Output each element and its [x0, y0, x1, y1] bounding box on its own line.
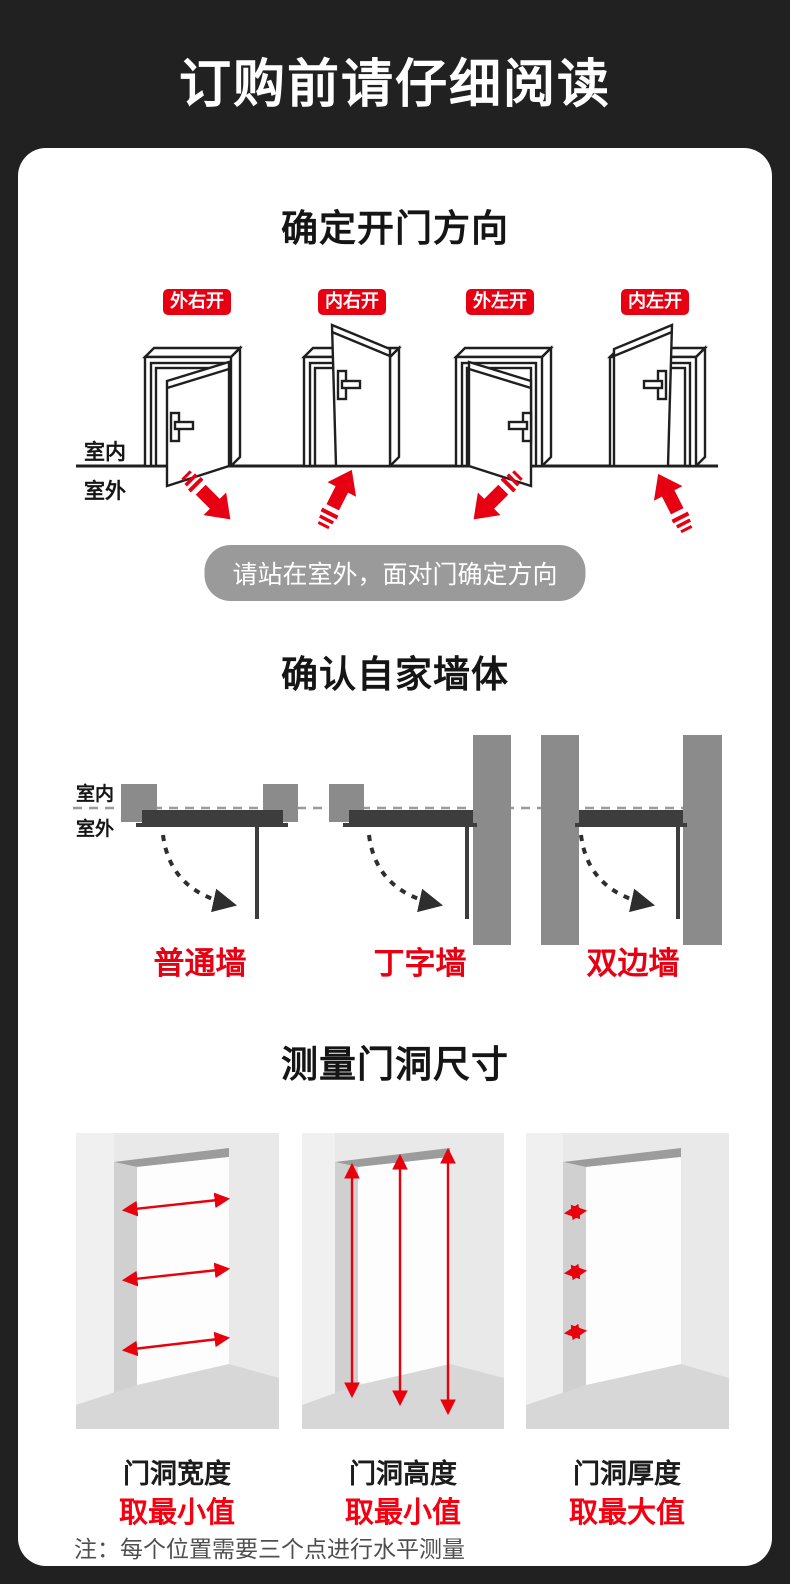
measure-panel-height [302, 1133, 504, 1429]
wall-t-shape [329, 735, 511, 945]
wall-type-label-t: 丁字墙 [373, 946, 467, 982]
door-outward-right [142, 345, 243, 488]
measure-note: 注：每个位置需要三个点进行水平测量 [74, 1537, 465, 1563]
direction-section-heading: 确定开门方向 [281, 207, 509, 250]
page-title: 订购前请仔细阅读 [178, 55, 611, 115]
measure-section-heading: 测量门洞尺寸 [281, 1043, 509, 1086]
thickness-arrows-icon [563, 1203, 588, 1341]
door-direction-diagram [76, 323, 718, 538]
arrow-inward-left-icon [643, 466, 702, 538]
wall-type-label-double: 双边墙 [586, 946, 680, 982]
measure-label-height: 门洞高度 [349, 1459, 457, 1490]
wall-type-diagram [73, 735, 723, 945]
door-outward-left [453, 345, 554, 488]
direction-pill-outward-right: 外右开 [163, 289, 231, 315]
wall-normal [121, 784, 298, 919]
measure-rule-height: 取最小值 [344, 1495, 462, 1529]
direction-pill-inward-left: 内左开 [621, 289, 689, 315]
wall-type-label-normal: 普通墙 [153, 946, 247, 982]
outdoor-label: 室外 [84, 479, 126, 503]
wall-section-heading: 确认自家墙体 [281, 653, 509, 696]
width-arrows-icon [121, 1192, 231, 1357]
door-inward-right [301, 323, 402, 468]
measure-label-width: 门洞宽度 [123, 1459, 231, 1490]
door-inward-left [607, 323, 708, 468]
indoor-label: 室内 [84, 440, 126, 464]
measure-rule-width: 取最小值 [118, 1495, 236, 1529]
indoor-label: 室内 [76, 783, 115, 805]
direction-pill-inward-right: 内右开 [318, 289, 386, 315]
outdoor-label: 室外 [76, 818, 115, 840]
arrow-inward-right-icon [308, 462, 367, 534]
direction-pill-outward-left: 外左开 [466, 289, 534, 315]
measure-panel-width [76, 1133, 279, 1429]
measure-label-thickness: 门洞厚度 [573, 1459, 681, 1490]
height-arrows-icon [344, 1147, 456, 1416]
stand-outside-tip: 请站在室外，面对门确定方向 [204, 545, 586, 601]
wall-double-sided [541, 735, 722, 945]
measure-rule-thickness: 取最大值 [568, 1495, 686, 1529]
measure-panel-thickness [526, 1133, 729, 1429]
